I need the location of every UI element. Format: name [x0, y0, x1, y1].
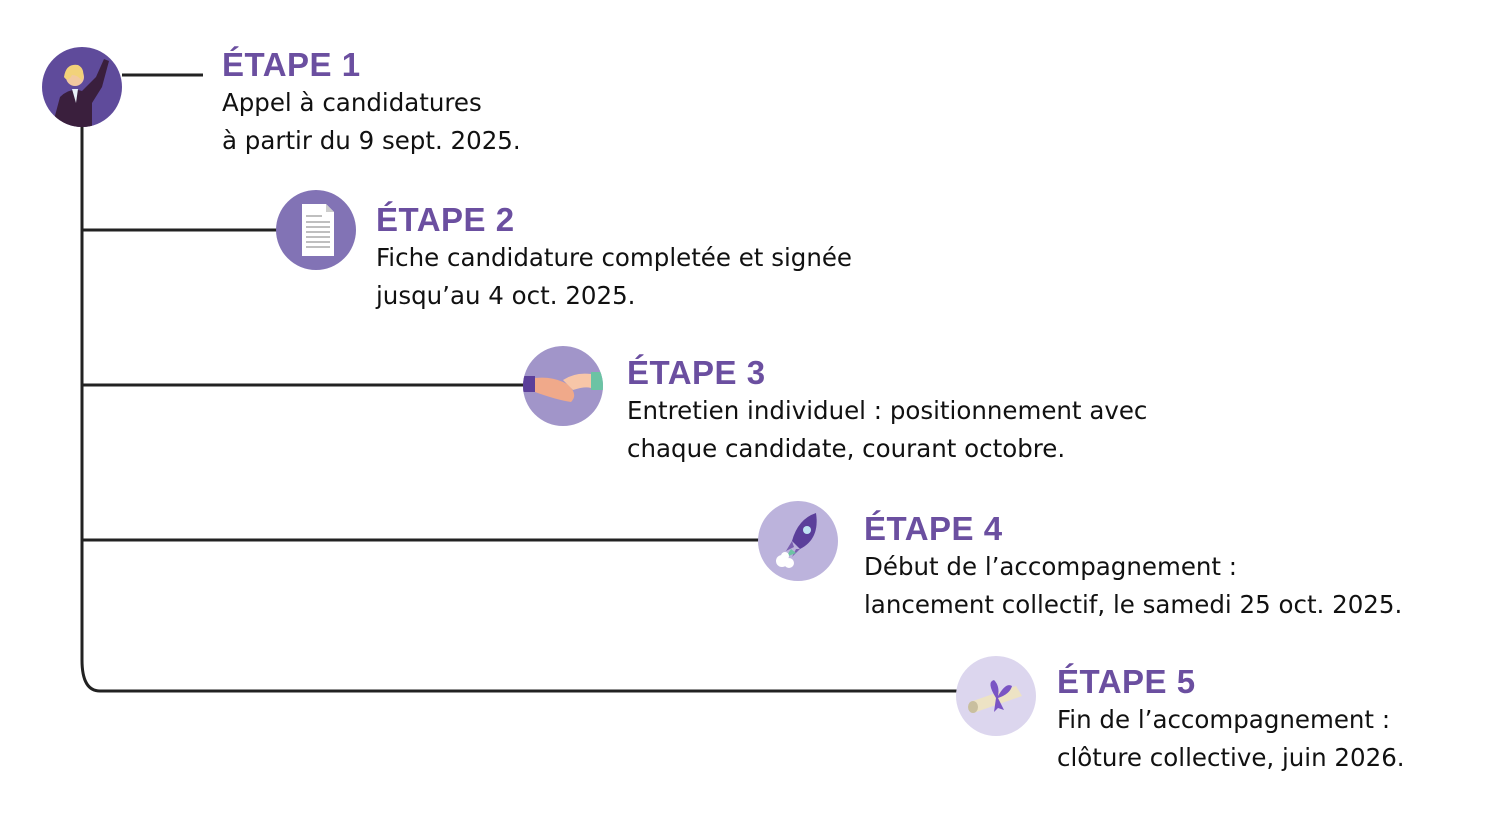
step-title: ÉTAPE 5 — [1057, 663, 1196, 700]
step-title: ÉTAPE 3 — [627, 354, 766, 391]
rocket-icon — [758, 501, 838, 581]
step-description-line-1: Fin de l’accompagnement : — [1057, 705, 1391, 734]
step-description-line-1: Début de l’accompagnement : — [864, 552, 1238, 581]
step-2: ÉTAPE 2 Fiche candidature completée et s… — [376, 201, 852, 315]
step-description-line-1: Fiche candidature completée et signée — [376, 243, 853, 272]
step-5: ÉTAPE 5 Fin de l’accompagnement : clôtur… — [1057, 663, 1405, 777]
step-description-line-1: Appel à candidatures — [222, 88, 482, 117]
step-description-line-2: chaque candidate, courant octobre. — [627, 434, 1066, 463]
document-icon — [276, 190, 356, 270]
timeline-spine — [80, 125, 958, 693]
step-description-line-2: jusqu’au 4 oct. 2025. — [376, 281, 636, 310]
step-title: ÉTAPE 1 — [222, 46, 361, 83]
step-description-line-1: Entretien individuel : positionnement av… — [627, 396, 1148, 425]
step-title: ÉTAPE 4 — [864, 510, 1003, 547]
step-description-line-2: lancement collectif, le samedi 25 oct. 2… — [864, 590, 1403, 619]
step-title: ÉTAPE 2 — [376, 201, 515, 238]
step-description-line-2: à partir du 9 sept. 2025. — [222, 126, 521, 155]
woman-raising-hand-icon — [42, 47, 122, 127]
step-1: ÉTAPE 1 Appel à candidatures à partir du… — [222, 46, 521, 160]
step-3: ÉTAPE 3 Entretien individuel : positionn… — [627, 354, 1147, 468]
step-4: ÉTAPE 4 Début de l’accompagnement : lanc… — [864, 510, 1402, 624]
step-description-line-2: clôture collective, juin 2026. — [1057, 743, 1405, 772]
diploma-icon — [956, 656, 1036, 736]
handshake-icon — [523, 346, 603, 426]
